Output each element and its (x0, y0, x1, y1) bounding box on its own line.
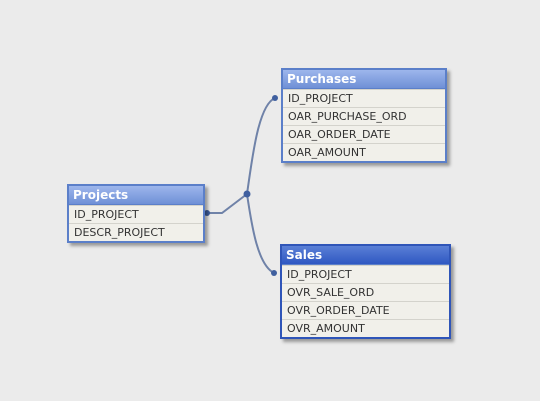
connector-purchases (246, 97, 276, 195)
field-row[interactable]: DESCR_PROJECT (69, 223, 203, 241)
table-title[interactable]: Purchases (283, 70, 445, 89)
connector-end-sales (271, 270, 277, 276)
field-row[interactable]: ID_PROJECT (69, 205, 203, 223)
field-row[interactable]: OVR_AMOUNT (282, 319, 449, 337)
connector-end-projects (204, 210, 210, 216)
field-row[interactable]: OVR_SALE_ORD (282, 283, 449, 301)
field-row[interactable]: OAR_AMOUNT (283, 143, 445, 161)
table-title[interactable]: Sales (282, 246, 449, 265)
field-row[interactable]: ID_PROJECT (282, 265, 449, 283)
field-row[interactable]: OAR_PURCHASE_ORD (283, 107, 445, 125)
field-row[interactable]: OVR_ORDER_DATE (282, 301, 449, 319)
table-projects[interactable]: Projects ID_PROJECT DESCR_PROJECT (67, 184, 205, 243)
table-purchases[interactable]: Purchases ID_PROJECT OAR_PURCHASE_ORD OA… (281, 68, 447, 163)
connector-end-purchases (272, 95, 278, 101)
join-node[interactable] (243, 190, 251, 198)
connector-sales (246, 193, 275, 274)
field-row[interactable]: ID_PROJECT (283, 89, 445, 107)
table-title[interactable]: Projects (69, 186, 203, 205)
field-row[interactable]: OAR_ORDER_DATE (283, 125, 445, 143)
table-sales[interactable]: Sales ID_PROJECT OVR_SALE_ORD OVR_ORDER_… (280, 244, 451, 339)
connector-projects (207, 193, 248, 214)
